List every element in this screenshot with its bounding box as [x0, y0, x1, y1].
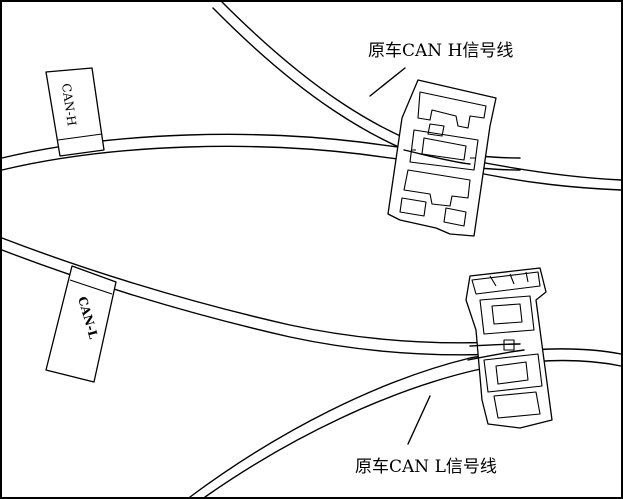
upper-splice-clip — [387, 79, 497, 237]
can-h-caption: 原车CAN H信号线 — [368, 41, 513, 61]
can-l-caption: 原车CAN L信号线 — [355, 457, 497, 477]
can-h-tag-label: CAN-H — [59, 82, 79, 126]
can-h-leader-line — [369, 67, 406, 97]
can-l-leader-line — [407, 395, 431, 445]
lower-splice-clip — [465, 267, 553, 429]
can-h-wire-tag: CAN-H — [45, 67, 105, 157]
can-l-wire-tag: CAN-L — [45, 265, 117, 383]
original-can-l-wire — [189, 348, 622, 498]
